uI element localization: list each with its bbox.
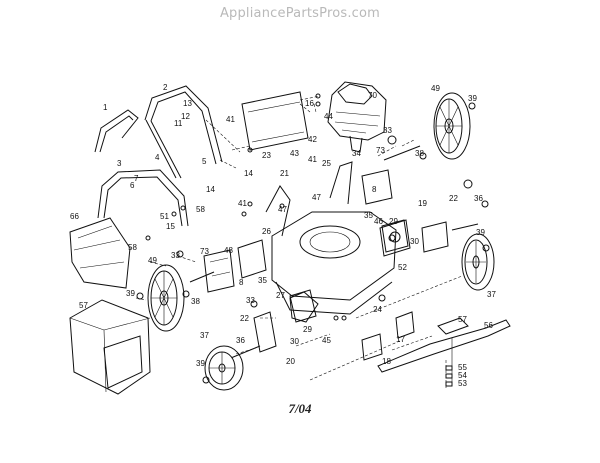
callout-39b: 39 <box>476 228 485 237</box>
callout-25: 25 <box>322 159 331 168</box>
callout-56: 56 <box>484 321 493 330</box>
revision-date: 7/04 <box>288 401 312 416</box>
callout-7: 7 <box>134 174 139 183</box>
wheel-front-left <box>204 345 244 391</box>
callout-45: 45 <box>322 336 331 345</box>
callout-35: 35 <box>364 211 373 220</box>
mower-deck <box>265 161 397 315</box>
callout-47: 47 <box>312 193 321 202</box>
callout-41: 41 <box>226 115 235 124</box>
callout-70: 70 <box>368 91 377 100</box>
control-bracket <box>231 91 321 151</box>
callout-22: 22 <box>449 194 458 203</box>
callout-18: 18 <box>382 357 391 366</box>
callout-5: 5 <box>202 157 207 166</box>
lower-handle <box>97 169 189 227</box>
callout-21: 21 <box>280 169 289 178</box>
callout-1: 1 <box>103 103 108 112</box>
callout-46: 46 <box>374 217 383 226</box>
callout-29: 29 <box>389 217 398 226</box>
callout-57b: 57 <box>79 301 88 310</box>
hardware-fasteners <box>136 93 490 387</box>
callout-58b: 58 <box>128 243 137 252</box>
wheel-front-right <box>461 233 495 291</box>
callout-labels: 1 2 3 4 5 6 7 8 8 11 12 13 14 14 15 16 1… <box>70 83 496 388</box>
wheel-rear-right <box>433 92 471 160</box>
callout-30: 30 <box>410 237 419 246</box>
callout-12: 12 <box>181 112 190 121</box>
engine <box>327 81 387 153</box>
callout-17: 17 <box>396 335 405 344</box>
height-adjuster <box>253 169 449 361</box>
callout-41c: 41 <box>238 199 247 208</box>
callout-33b: 33 <box>171 251 180 260</box>
callout-14: 14 <box>244 169 253 178</box>
callout-8: 8 <box>372 185 377 194</box>
callout-4: 4 <box>155 153 160 162</box>
callout-49: 49 <box>431 84 440 93</box>
callout-13: 13 <box>183 99 192 108</box>
callout-33c: 33 <box>246 296 255 305</box>
callout-15: 15 <box>166 222 175 231</box>
callout-29b: 29 <box>303 325 312 334</box>
callout-37b: 37 <box>200 331 209 340</box>
callout-30b: 30 <box>290 337 299 346</box>
callout-2: 2 <box>163 83 168 92</box>
callout-58: 58 <box>196 205 205 214</box>
callout-36: 36 <box>474 194 483 203</box>
callout-19: 19 <box>418 199 427 208</box>
callout-33: 33 <box>383 126 392 135</box>
mulch-plug <box>289 219 409 323</box>
wheel-rear-left <box>147 264 185 332</box>
callout-73b: 73 <box>200 247 209 256</box>
callout-37: 37 <box>487 290 496 299</box>
callout-27: 27 <box>276 291 285 300</box>
callout-42: 42 <box>308 135 317 144</box>
callout-22b: 22 <box>240 314 249 323</box>
grass-catcher-frame <box>69 217 131 289</box>
callout-36b: 36 <box>236 336 245 345</box>
callout-48: 48 <box>224 246 233 255</box>
upper-handle <box>144 85 223 179</box>
callout-51: 51 <box>160 212 169 221</box>
callout-6: 6 <box>130 181 135 190</box>
callout-44: 44 <box>324 112 333 121</box>
callout-23: 23 <box>262 151 271 160</box>
callout-24: 24 <box>373 305 382 314</box>
callout-54: 54 <box>458 371 467 380</box>
callout-47b: 47 <box>278 205 287 214</box>
callout-52: 52 <box>398 263 407 272</box>
callout-57: 57 <box>458 315 467 324</box>
callout-39: 39 <box>468 94 477 103</box>
callout-8b: 8 <box>239 278 244 287</box>
callout-38: 38 <box>415 149 424 158</box>
rear-door <box>203 239 267 293</box>
callout-49b: 49 <box>148 256 157 265</box>
callout-14b: 14 <box>206 185 215 194</box>
callout-20: 20 <box>286 357 295 366</box>
callout-39d: 39 <box>196 359 205 368</box>
callout-66: 66 <box>70 212 79 221</box>
callout-26: 26 <box>262 227 271 236</box>
callout-53: 53 <box>458 379 467 388</box>
callout-73: 73 <box>376 146 385 155</box>
callout-3: 3 <box>117 159 122 168</box>
callout-11: 11 <box>174 119 183 128</box>
grass-bag <box>69 299 151 395</box>
axles <box>189 145 479 361</box>
callout-43: 43 <box>290 149 299 158</box>
callout-38b: 38 <box>191 297 200 306</box>
callout-41b: 41 <box>308 155 317 164</box>
leader-lines <box>135 103 463 390</box>
callout-55: 55 <box>458 363 467 372</box>
handle-bar <box>94 109 139 153</box>
callout-34: 34 <box>352 149 361 158</box>
site-watermark: AppliancePartsPros.com <box>219 6 381 21</box>
callout-39c: 39 <box>126 289 135 298</box>
callout-16: 16 <box>305 99 314 108</box>
callout-35b: 35 <box>258 276 267 285</box>
